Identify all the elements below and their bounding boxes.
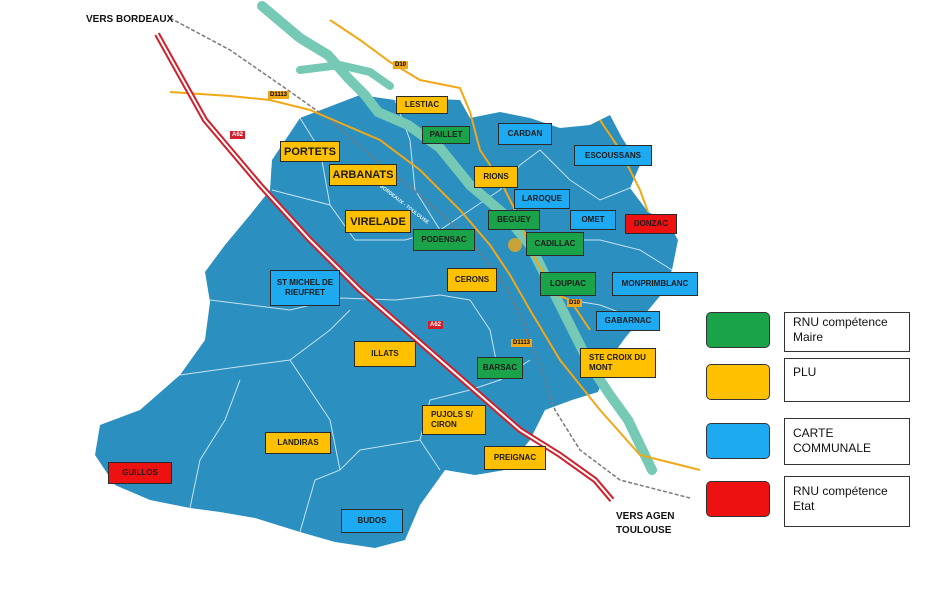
- cadillac-centre: [508, 238, 522, 252]
- commune-guillos[interactable]: GUILLOS: [108, 462, 172, 484]
- road-tag-a62-north: A62: [230, 131, 246, 139]
- commune-landiras[interactable]: LANDIRAS: [265, 432, 331, 454]
- direction-toulouse: TOULOUSE: [616, 525, 672, 536]
- commune-paillet[interactable]: PAILLET: [422, 126, 470, 144]
- road-tag-d1113-north: D1113: [268, 91, 290, 99]
- commune-illats[interactable]: ILLATS: [354, 341, 416, 367]
- road-tag-d10-north: D10: [393, 61, 409, 69]
- commune-cadillac[interactable]: CADILLAC: [526, 232, 584, 256]
- commune-portets[interactable]: PORTETS: [280, 141, 340, 162]
- legend-label-rnu-maire: RNU compétence Maire: [784, 312, 910, 352]
- commune-rions[interactable]: RIONS: [474, 166, 518, 188]
- commune-escoussans[interactable]: ESCOUSSANS: [574, 145, 652, 166]
- river-branch: [296, 60, 394, 90]
- commune-donzac[interactable]: DONZAC: [625, 214, 677, 234]
- road-tag-d10-south: D10: [567, 299, 583, 307]
- legend-swatch-plu: [706, 364, 770, 400]
- legend-swatch-carte-communale: [706, 423, 770, 459]
- commune-ste-croix-du-mont[interactable]: STE CROIX DU MONT: [580, 348, 656, 378]
- commune-loupiac[interactable]: LOUPIAC: [540, 272, 596, 296]
- commune-virelade[interactable]: VIRELADE: [345, 210, 411, 233]
- road-tag-d1113-south: D1113: [511, 339, 533, 347]
- commune-gabarnac[interactable]: GABARNAC: [596, 311, 660, 331]
- commune-barsac[interactable]: BARSAC: [477, 357, 523, 379]
- commune-arbanats[interactable]: ARBANATS: [329, 164, 397, 186]
- commune-laroque[interactable]: LAROQUE: [514, 189, 570, 209]
- commune-beguey[interactable]: BEGUEY: [488, 210, 540, 230]
- legend-label-plu: PLU: [784, 358, 910, 402]
- commune-pujols-s-ciron[interactable]: PUJOLS S/ CIRON: [422, 405, 486, 435]
- commune-cerons[interactable]: CERONS: [447, 268, 497, 292]
- commune-cardan[interactable]: CARDAN: [498, 123, 552, 145]
- commune-lestiac[interactable]: LESTIAC: [396, 96, 448, 114]
- commune-preignac[interactable]: PREIGNAC: [484, 446, 546, 470]
- commune-monprimblanc[interactable]: MONPRIMBLANC: [612, 272, 698, 296]
- railway-line: [169, 17, 691, 499]
- direction-bordeaux: VERS BORDEAUX: [86, 14, 174, 25]
- direction-agen: VERS AGEN: [616, 511, 675, 522]
- commune-omet[interactable]: OMET: [570, 210, 616, 230]
- legend-label-carte-communale: CARTE COMMUNALE: [784, 418, 910, 465]
- highway-a62-inner: [156, 33, 613, 501]
- legend-swatch-rnu-etat: [706, 481, 770, 517]
- road-tag-a62-south: A62: [428, 321, 444, 329]
- legend-swatch-rnu-maire: [706, 312, 770, 348]
- commune-podensac[interactable]: PODENSAC: [413, 229, 475, 251]
- legend-label-rnu-etat: RNU compétence Etat: [784, 476, 910, 527]
- commune-budos[interactable]: BUDOS: [341, 509, 403, 533]
- commune-st-michel-de-rieufret[interactable]: ST MICHEL DE RIEUFRET: [270, 270, 340, 306]
